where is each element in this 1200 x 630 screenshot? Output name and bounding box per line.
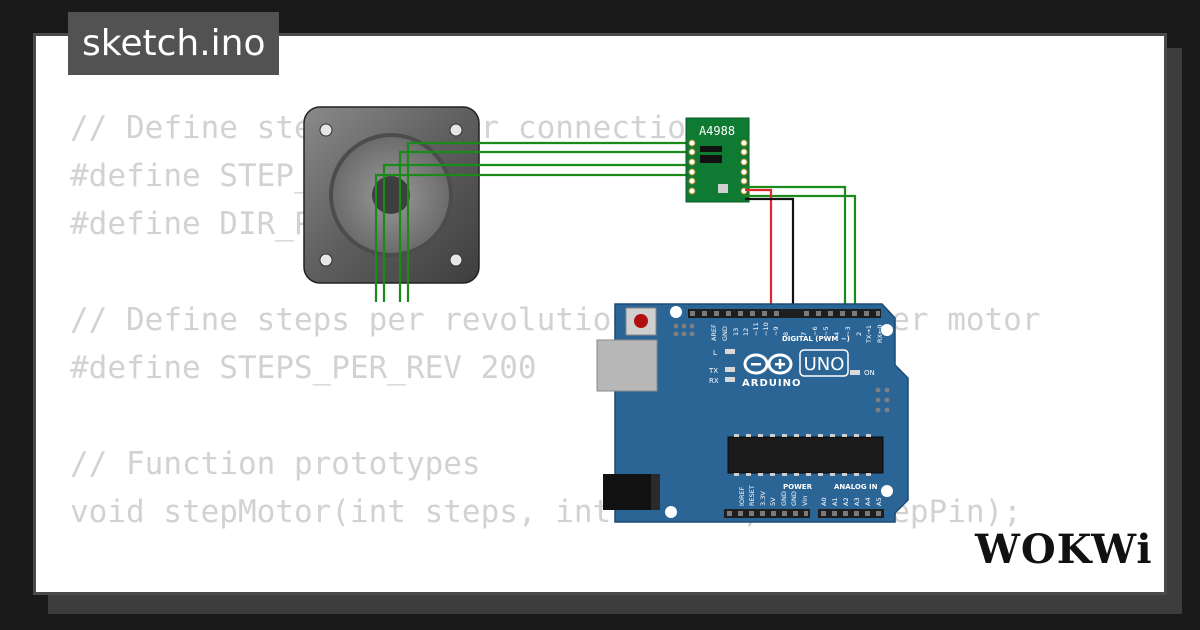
- status-leds: L TX RX ON: [708, 349, 875, 385]
- motor-wires[interactable]: [374, 141, 700, 302]
- wokwi-logo: WOKWi: [975, 526, 1153, 573]
- arduino-uno-board[interactable]: AREF GND 13 12 ~11 ~10 ~9 8 7 ~6 ~5 4 ~3…: [596, 303, 909, 523]
- svg-text:8: 8: [782, 332, 790, 336]
- svg-text:3.3V: 3.3V: [759, 491, 767, 506]
- svg-text:~5: ~5: [822, 326, 830, 336]
- board-model-label: UNO: [804, 354, 845, 375]
- driver-label: A4988: [699, 124, 735, 138]
- code-line: void setup() {: [70, 584, 1041, 592]
- svg-text:~3: ~3: [844, 326, 852, 336]
- svg-text:A0: A0: [820, 497, 828, 506]
- power-pin-labels: IOREF RESET 3.3V 5V GND GND Vin: [738, 485, 809, 506]
- svg-text:A3: A3: [853, 497, 861, 506]
- svg-text:AREF: AREF: [710, 324, 718, 341]
- svg-text:Vin: Vin: [801, 496, 809, 506]
- power-header-label: POWER: [783, 483, 813, 491]
- code-line: #define STEPS_PER_REV 200: [70, 350, 537, 386]
- microcontroller-chip: [727, 436, 884, 474]
- svg-text:GND: GND: [780, 491, 788, 506]
- analog-pin-labels: A0 A1 A2 A3 A4 A5: [820, 497, 883, 506]
- svg-text:~9: ~9: [772, 326, 780, 336]
- svg-text:GND: GND: [790, 491, 798, 506]
- board-brand-label: ARDUINO: [742, 378, 801, 389]
- preview-card: // Define stepper motor connections#defi…: [33, 33, 1167, 595]
- svg-text:~6: ~6: [811, 326, 819, 336]
- svg-text:~11: ~11: [752, 322, 760, 336]
- digital-header-label: DIGITAL (PWM ~): [782, 335, 850, 343]
- svg-text:7: 7: [800, 332, 808, 336]
- svg-text:IOREF: IOREF: [738, 486, 746, 506]
- svg-text:TX: TX: [708, 367, 718, 375]
- svg-text:L: L: [713, 349, 717, 357]
- stepper-motor[interactable]: [303, 106, 480, 284]
- svg-text:RESET: RESET: [748, 485, 756, 506]
- code-line: #define DIR_PIN 4: [70, 206, 388, 242]
- svg-text:13: 13: [732, 328, 740, 336]
- analog-header-label: ANALOG IN: [834, 483, 878, 491]
- svg-text:A5: A5: [875, 497, 883, 506]
- svg-text:4: 4: [833, 332, 841, 336]
- svg-text:~10: ~10: [762, 322, 770, 336]
- digital-pin-labels: AREF GND 13 12 ~11 ~10 ~9 8 7 ~6 ~5 4 ~3…: [710, 322, 884, 344]
- svg-text:GND: GND: [721, 326, 729, 341]
- svg-text:2: 2: [855, 332, 863, 336]
- svg-text:A1: A1: [831, 497, 839, 506]
- file-title-tab[interactable]: sketch.ino: [68, 12, 280, 75]
- svg-text:5V: 5V: [769, 497, 777, 506]
- svg-text:TX→1: TX→1: [865, 325, 873, 344]
- svg-text:A2: A2: [842, 497, 850, 506]
- code-line: // Function prototypes: [70, 446, 481, 482]
- svg-text:12: 12: [742, 328, 750, 336]
- svg-text:ON: ON: [864, 369, 875, 377]
- svg-text:A4: A4: [864, 497, 872, 506]
- arduino-logo: UNO ARDUINO: [742, 349, 849, 389]
- svg-text:RX←0: RX←0: [876, 324, 884, 343]
- svg-text:RX: RX: [709, 377, 719, 385]
- a4988-driver[interactable]: A4988: [685, 117, 750, 203]
